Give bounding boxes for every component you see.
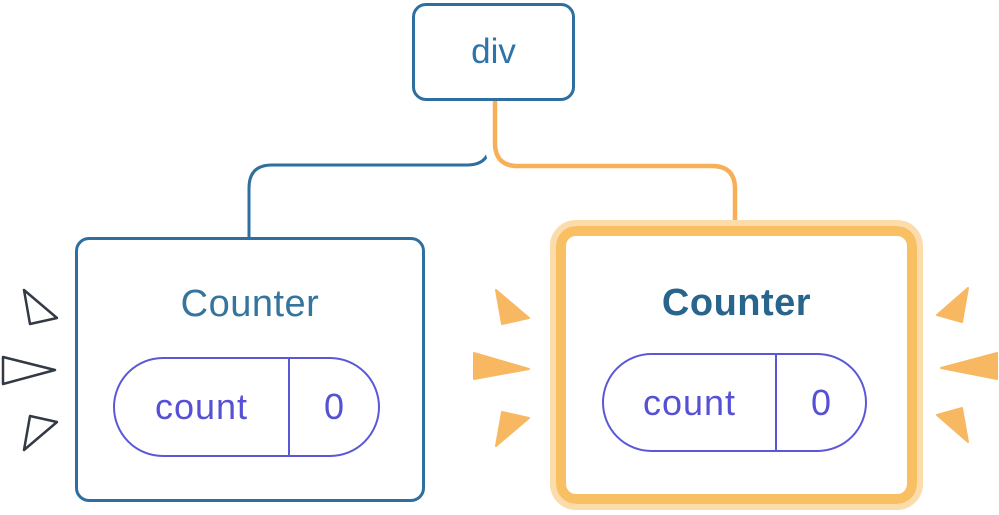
state-pill: count 0 [602, 353, 867, 452]
connector-right-edge-casing [484, 85, 746, 241]
spark-icon [495, 411, 530, 447]
state-key: count [604, 355, 777, 450]
state-value: 0 [323, 386, 345, 427]
counter-title: Counter [180, 283, 320, 325]
spark-icon [473, 352, 530, 380]
root-node-div: div [412, 3, 575, 101]
counter-node-right-highlighted: Counter count 0 [550, 220, 923, 510]
spark-icon [22, 288, 59, 326]
state-pill: count 0 [113, 357, 380, 457]
counter-title: Counter [661, 282, 812, 324]
counter-node-left: Counter count 0 [75, 237, 425, 502]
state-key: count [115, 359, 290, 455]
root-node-label: div [471, 32, 516, 71]
update-sparks-right-counter-right [936, 287, 998, 443]
spark-icon [495, 289, 530, 325]
spark-icon [936, 287, 969, 323]
spark-icon [936, 407, 969, 443]
connector-right-edge [492, 93, 738, 235]
connector-left-edge [247, 96, 492, 244]
spark-icon [940, 352, 998, 380]
spark-icon [1, 355, 57, 386]
state-value: 0 [810, 381, 832, 423]
update-sparks-left-counter [1, 288, 59, 452]
update-sparks-right-counter-left [473, 289, 530, 447]
spark-icon [22, 414, 59, 452]
